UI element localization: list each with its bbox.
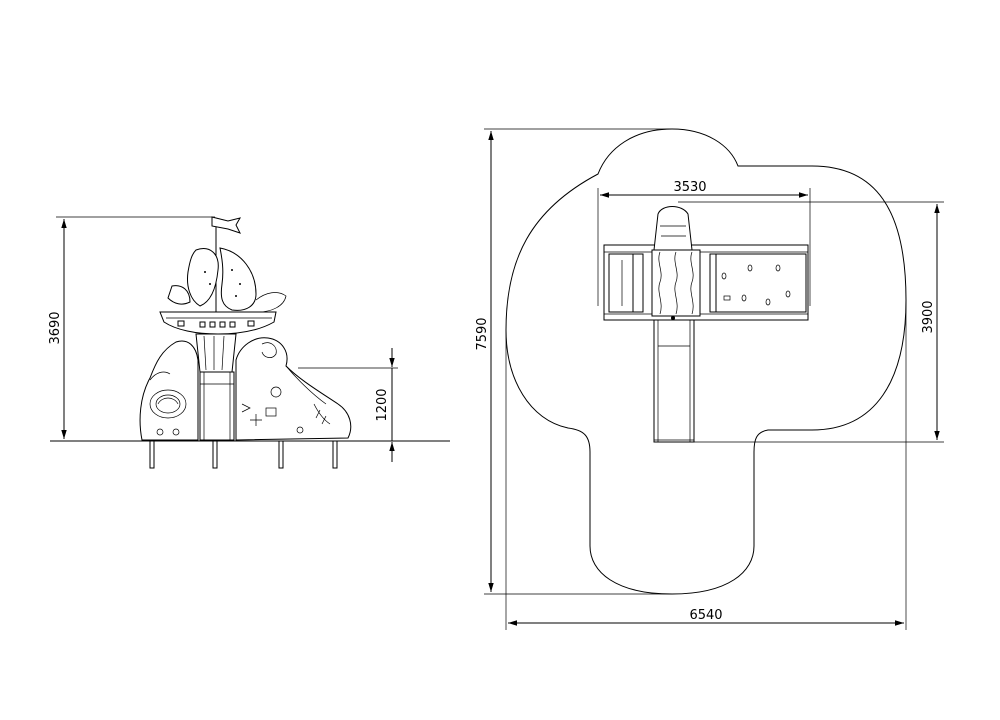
- dimension-platform-height: 1200: [298, 348, 398, 462]
- safety-height-label: 7590: [475, 317, 490, 350]
- left-wave-panel: [139, 340, 199, 441]
- dimension-safety-height: 7590: [475, 128, 672, 595]
- slide-tower: [195, 333, 237, 441]
- ship-sails: [167, 247, 287, 313]
- climbing-holds: [721, 264, 791, 306]
- dimension-safety-width: 6540: [505, 300, 907, 630]
- side-view: 3690 1200: [48, 216, 450, 469]
- total-height-label: 3690: [48, 311, 63, 344]
- slide-plan: [653, 319, 695, 443]
- ship-hull: [159, 311, 277, 335]
- equipment-depth-label: 3900: [921, 300, 936, 333]
- plan-view: 3530 3900 7590 6540: [475, 128, 944, 630]
- safety-width-label: 6540: [689, 608, 722, 623]
- support-posts: [149, 440, 338, 469]
- platform-height-label: 1200: [375, 388, 390, 421]
- equipment-plan: [603, 206, 809, 443]
- safety-zone-outline: [505, 128, 907, 595]
- equipment-width-label: 3530: [673, 180, 706, 195]
- dimension-equipment-width: 3530: [597, 180, 811, 306]
- dimension-equipment-depth: 3900: [678, 201, 944, 443]
- dimension-total-height: 3690: [48, 216, 215, 439]
- right-wave-panel: [235, 337, 352, 441]
